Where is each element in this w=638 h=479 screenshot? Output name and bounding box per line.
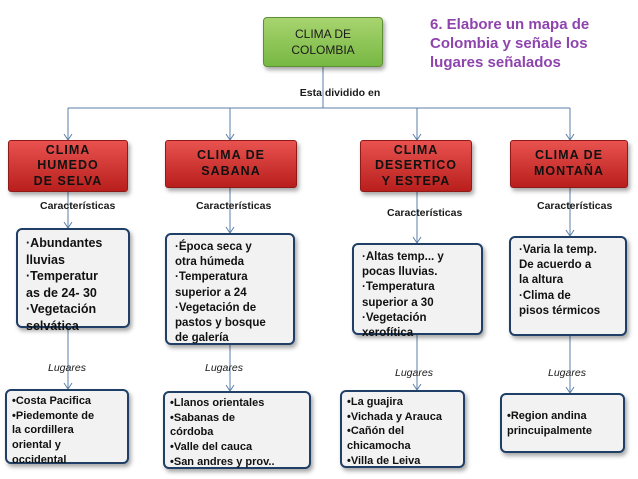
characteristics-box-2: ·Altas temp... y pocas lluvias. ·Temperatu…: [352, 243, 483, 339]
task-line-2: Colombia y señale los: [430, 34, 588, 52]
category-title-line: SABANA: [201, 164, 261, 178]
characteristic-line: superior a 30: [362, 296, 434, 309]
characteristics-box-0: ·Abundantes lluvias ·Temperatur as de 24- 3…: [16, 228, 130, 333]
category-title-line: DE SELVA: [33, 173, 103, 188]
characteristic-line: ·Vegetación de: [175, 301, 257, 314]
place-line: •Valle del cauca: [170, 440, 253, 453]
places-box-1: •Llanos orientales •Sabanas de córdoba•Val…: [163, 391, 311, 469]
root-line-1: CLIMA DE: [294, 26, 351, 41]
root-node: CLIMA DE COLOMBIA: [263, 17, 383, 67]
characteristic-line: ·Vegetación: [362, 311, 427, 324]
places-box-0: •Costa Pacifica •Piedemonte de la cordille…: [5, 389, 129, 466]
category-title-line: DESERTICO: [375, 158, 457, 173]
place-line: oriental y: [12, 438, 61, 451]
places-label: Lugares: [548, 367, 586, 379]
characteristic-line: superior a 24: [175, 286, 247, 299]
characteristics-box-3: ·Varia la temp. De acuerdo a la altura ·Cli…: [509, 236, 627, 336]
category-title-line: MONTAÑA: [534, 164, 604, 178]
places-box-3: •Region andina princuipalmente: [500, 393, 625, 453]
place-line: •Piedemonte de: [12, 409, 95, 422]
places-label: Lugares: [395, 367, 433, 379]
characteristic-line: ·Temperatura: [362, 281, 435, 294]
characteristic-line: ·Época seca y: [175, 241, 252, 253]
category-title-line: Y ESTEPA: [381, 173, 451, 188]
characteristics-label: Características: [537, 200, 613, 212]
category-title-line: CLIMA DE: [535, 148, 603, 163]
characteristic-line: ·Vegetación: [26, 302, 97, 316]
characteristics-label: Características: [40, 200, 116, 212]
task-line-3: lugares señalados: [430, 53, 561, 71]
place-line: chicamocha: [347, 439, 411, 452]
characteristics-box-1: ·Época seca y otra húmeda ·Temperatura supe…: [165, 233, 295, 345]
characteristic-line: selvática: [26, 318, 79, 333]
characteristic-line: de galería: [175, 332, 229, 345]
place-line: •La guajira: [347, 396, 403, 408]
place-line: la cordillera: [12, 424, 74, 437]
place-line: •Region andina: [507, 410, 587, 422]
place-line: •Vichada y Arauca: [347, 410, 442, 423]
characteristic-line: ·Temperatur: [26, 269, 99, 283]
characteristic-line: pocas lluvias.: [362, 266, 438, 279]
characteristics-label: Características: [387, 207, 463, 219]
place-line: •Villa de Leiva: [347, 454, 421, 467]
place-line: occidental: [12, 453, 67, 466]
place-line: •Cañón del: [347, 425, 405, 438]
characteristic-line: pastos y bosque: [175, 316, 266, 329]
characteristic-line: lluvias: [26, 252, 65, 267]
category-title-line: CLIMA: [393, 142, 439, 157]
category-title-line: CLIMA DE: [197, 148, 265, 163]
place-line: princuipalmente: [507, 424, 592, 437]
characteristic-line: as de 24- 30: [26, 285, 97, 300]
characteristic-line: ·Altas temp... y: [362, 251, 444, 263]
place-line: •San andres y prov..: [170, 455, 275, 468]
place-line: •Sabanas de: [170, 411, 235, 424]
characteristics-label: Características: [196, 200, 272, 212]
places-label: Lugares: [48, 362, 86, 374]
task-line-1: 6. Elabore un mapa de: [430, 16, 590, 33]
characteristic-line: ·Varia la temp.: [519, 244, 597, 256]
link-label: Esta dividido en: [299, 87, 381, 99]
place-line: •Costa Pacifica: [12, 395, 92, 407]
characteristic-line: pisos térmicos: [519, 304, 601, 317]
characteristic-line: la altura: [519, 274, 564, 287]
characteristic-line: ·Temperatura: [175, 271, 248, 284]
root-line-2: COLOMBIA: [291, 43, 355, 57]
characteristic-line: De acuerdo a: [519, 259, 592, 272]
place-line: córdoba: [170, 426, 214, 439]
category-title-line: HUMEDO: [37, 158, 99, 173]
characteristic-line: xerofítica: [362, 326, 414, 339]
characteristic-line: ·Abundantes: [26, 236, 103, 250]
characteristic-line: otra húmeda: [175, 256, 245, 269]
task-instruction: 6. Elabore un mapa de Colombia y señale …: [430, 16, 635, 72]
characteristic-line: ·Clima de: [519, 289, 571, 302]
category-title-line: CLIMA: [45, 142, 91, 157]
places-label: Lugares: [205, 362, 243, 374]
place-line: •Llanos orientales: [170, 397, 265, 409]
